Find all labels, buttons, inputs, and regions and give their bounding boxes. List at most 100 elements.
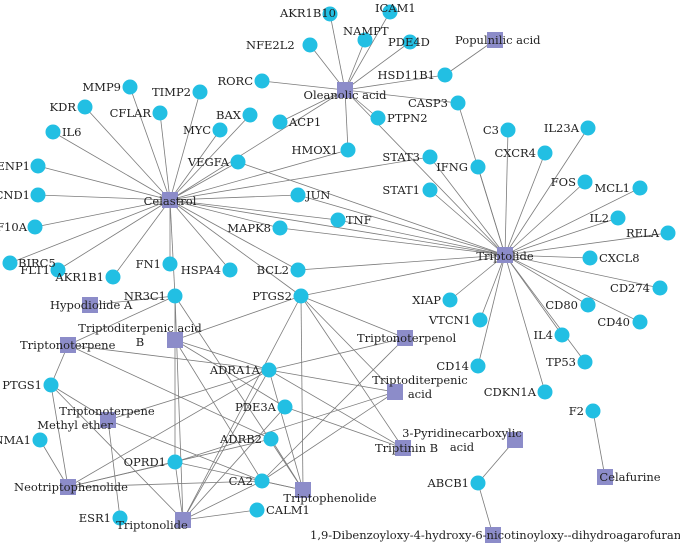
compound-node-triptoditerpenicb — [167, 332, 183, 348]
edge-triptolide-tnf — [337, 219, 506, 256]
gene-node-nampt — [357, 32, 373, 48]
edge-oleanolic-akr1b10 — [329, 13, 346, 91]
edge-celastrol-bax — [169, 114, 251, 201]
edge-triptonoterpene-adrb2 — [67, 344, 272, 440]
gene-node-ptpn2 — [370, 110, 386, 126]
compound-node-pyridinecarboxylic — [507, 432, 523, 448]
node-label-celastrol: Celastrol — [144, 194, 197, 208]
gene-node-fn1 — [162, 256, 178, 272]
node-label-pde3a: PDE3A — [235, 400, 277, 414]
edge-triptolide-rela — [504, 232, 669, 256]
gene-node-bcl2 — [290, 262, 306, 278]
gene-node-xiap — [442, 292, 458, 308]
gene-node-flt1 — [50, 262, 66, 278]
node-label-mapk8: MAPK8 — [227, 221, 271, 235]
gene-node-il2 — [610, 210, 626, 226]
gene-node-tnf — [330, 212, 346, 228]
edge-celastrol-kdr — [84, 106, 171, 201]
node-label-bcl2: BCL2 — [257, 263, 289, 277]
node-label-flt1: FLT1 — [20, 263, 50, 277]
gene-node-cflar — [152, 105, 168, 121]
node-label-dibenzoyloxy: 1,9-Dibenzoyloxy-4-hydroxy-6-nicotinoylo… — [310, 528, 680, 542]
node-label-ptgs1: PTGS1 — [2, 378, 42, 392]
gene-node-casp3 — [450, 95, 466, 111]
edge-celastrol-hmox1 — [169, 149, 349, 201]
edge-celastrol-vegfa — [169, 161, 239, 201]
node-label-acp1: ACP1 — [288, 115, 321, 129]
edge-oleanolic-acp1 — [279, 89, 346, 123]
gene-node-esr1 — [112, 510, 128, 526]
edge-celastrol-mapk8 — [169, 199, 281, 229]
node-label-fos: FOS — [551, 175, 576, 189]
node-label-fn1: FN1 — [136, 257, 161, 271]
node-label-vegfa: VEGFA — [187, 155, 230, 169]
edge-celastrol-triptolide — [169, 199, 506, 256]
node-label-cflar: CFLAR — [110, 106, 152, 120]
node-label-triptonoterpenol: Triptonoterpenol — [357, 331, 457, 345]
gene-node-mapk8 — [272, 220, 288, 236]
gene-node-nfe2l2 — [302, 37, 318, 53]
edge-celastrol-mmp9 — [129, 86, 171, 201]
compound-node-triptonoterpenol — [397, 330, 413, 346]
gene-node-myc — [212, 122, 228, 138]
gene-node-mcl1 — [632, 180, 648, 196]
node-label-birc5: BIRC5 — [18, 256, 56, 270]
gene-node-vtcn1 — [472, 312, 488, 328]
compound-node-triptininb — [395, 440, 411, 456]
edge-triptolide-cd14 — [477, 254, 506, 367]
node-label-hspa4: HSPA4 — [181, 263, 221, 277]
edge-triptonolide-ptgs2 — [182, 295, 302, 521]
compound-node-tmethylether — [100, 412, 116, 428]
edge-triptophenolide-ptgs2 — [300, 295, 304, 491]
gene-node-c3 — [500, 122, 516, 138]
compound-node-triptonoterpene — [60, 337, 76, 353]
compound-node-triptolide — [497, 247, 513, 263]
gene-node-cd40 — [632, 314, 648, 330]
edge-triptininb-adra1a — [268, 369, 404, 449]
edge-triptolide-jun — [297, 194, 506, 256]
edge-triptolide-stat3 — [429, 156, 506, 256]
node-label-triptonolide: Triptonolide — [116, 518, 188, 532]
gene-node-rela — [660, 225, 676, 241]
gene-node-akr1b1 — [105, 269, 121, 285]
edge-triptininb-ptgs2 — [300, 295, 404, 449]
edge-triptolide-tp53 — [504, 254, 586, 363]
gene-node-vegfa — [230, 154, 246, 170]
gene-node-rorc — [254, 73, 270, 89]
edge-oleanolic-icam1 — [344, 11, 391, 91]
gene-node-tnfrsf10a — [27, 219, 43, 235]
node-label-ca2: CA2 — [229, 474, 253, 488]
node-label-hsd11b1: HSD11B1 — [377, 68, 435, 82]
compound-node-neotriptophenolide — [60, 479, 76, 495]
gene-node-mmp9 — [122, 79, 138, 95]
node-label-rorc: RORC — [217, 74, 253, 88]
edge-triptonoterpene-adra1a — [67, 344, 270, 371]
gene-node-stat1 — [422, 182, 438, 198]
edge-oleanolic-hsd11b1 — [344, 74, 446, 91]
edge-triptolide-mcl1 — [504, 187, 641, 256]
node-label-stat3: STAT3 — [382, 150, 420, 164]
edge-triptolide-cxcr4 — [504, 152, 546, 256]
gene-node-ptgs1 — [43, 377, 59, 393]
node-label-triptonoterpene: Triptonoterpene — [20, 338, 116, 352]
edge-triptolide-stat1 — [429, 189, 506, 256]
edge-oleanolic-rorc — [261, 80, 346, 91]
node-label-cd274: CD274 — [610, 281, 650, 295]
edge-triptonoterpenol-adra1a — [268, 337, 406, 371]
node-label-triptophenolide: Triptophenolide — [283, 491, 376, 505]
gene-node-cd274 — [652, 280, 668, 296]
edge-triptolide-cd40 — [504, 254, 641, 323]
edge-triptophenolide-nr3c1 — [174, 295, 304, 491]
node-label-triptolide: Triptolide — [476, 249, 533, 263]
gene-node-pde4d — [402, 34, 418, 50]
node-label-kdr: KDR — [50, 100, 77, 114]
gene-node-abcb1 — [470, 475, 486, 491]
gene-node-acp1 — [272, 114, 288, 130]
edge-tmethylether-adra1a — [107, 369, 270, 421]
node-label-oleanolic: Oleanolic acid — [304, 88, 388, 102]
